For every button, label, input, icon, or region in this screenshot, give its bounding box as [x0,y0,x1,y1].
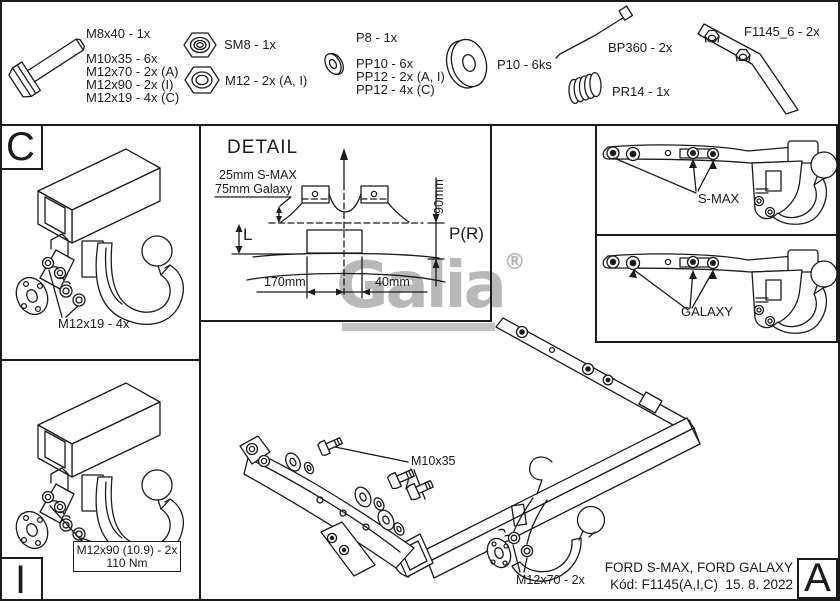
left-column-divider [199,126,201,601]
variant-galaxy-label: GALAXY [681,304,734,319]
callout-i-line1: M12x90 (10.9) - 2x [76,543,178,557]
section-c-label: C [0,124,43,170]
registered-mark: ® [503,250,526,275]
section-i-letter: I [14,557,27,601]
title-vehicles: FORD S-MAX, FORD GALAXY [604,560,793,575]
main-assembly-drawing [239,317,701,582]
label-nut-m12: M12 - 2x (A, I) [225,73,308,88]
pr14-spring-drawing [568,71,602,105]
galia-watermark-underline [342,323,495,331]
p10-washer-drawing [445,38,488,89]
callout-i-line2: 110 Nm [106,556,148,570]
label-tie-bp360: BP360 - 2x [608,40,673,55]
section-i-label: I [0,557,43,601]
detail-box [199,124,492,322]
f1145-bracket-drawing [697,23,799,115]
label-bracket-f1145: F1145_6 - 2x [744,24,820,39]
label-bolt-m12x90: M12x90 - 2x (I) [86,77,174,92]
label-bolt-m8: M8x40 - 1x [86,26,151,41]
detail-mark-left: L [243,225,253,244]
label-washer-pp12a: PP12 - 2x (A, I) [356,69,445,84]
section-c-drawing [9,148,185,325]
section-a-letter: A [804,556,831,600]
section-c-letter: C [6,124,35,169]
detail-gap-galaxy: 75mm Galaxy [215,182,293,196]
label-bolt-m12x70: M12x70 - 2x (A) [86,64,179,79]
section-i-drawing [9,382,185,559]
m12-nut-drawing [184,66,220,94]
callout-c-bolt: M12x19 - 4x [58,316,130,331]
label-spring-pr14: PR14 - 1x [612,84,670,99]
label-washer-pp10: PP10 - 6x [356,56,414,71]
detail-dim-height: 90mm [432,179,446,214]
p8-washer-drawing [324,53,344,75]
label-bolt-m12x19: M12x19 - 4x (C) [86,90,180,105]
callout-main-bolt: M10x35 [411,454,456,468]
variant-divider [595,234,838,236]
detail-dim-40: 40mm [375,275,410,289]
galia-watermark: Galia® [336,250,526,319]
left-cells-divider [0,359,199,361]
galaxy-variant-drawing [602,249,838,334]
smax-variant-drawing [602,140,838,225]
section-a-label: A [797,556,838,600]
detail-mark-right: P(R) [449,224,484,243]
callout-ball-bolt: M12x70 - 2x [516,573,585,587]
label-nut-sm8: SM8 - 1x [224,37,277,52]
label-washer-pp12c: PP12 - 4x (C) [356,82,435,97]
detail-gap-smax: 25mm S-MAX [219,168,297,182]
variant-box [595,124,838,343]
bolt-drawing [8,38,86,98]
detail-title: DETAIL [227,137,299,158]
detail-dim-170: 170mm [264,275,306,289]
parts-band-drawings [8,5,799,115]
variant-smax-label: S-MAX [698,191,740,206]
label-bolt-m10x35: M10x35 - 6x [86,51,158,66]
callout-i-box: M12x90 (10.9) - 2x 110 Nm [73,541,181,572]
bp360-cable-tie-drawing [555,5,634,59]
sm8-nut-drawing [183,32,217,58]
label-washer-p8: P8 - 1x [356,30,398,45]
title-block: FORD S-MAX, FORD GALAXY Kód: F1145(A,I,C… [520,559,793,593]
label-washer-p10: P10 - 6ks [497,57,552,72]
detail-drawing [214,148,446,299]
title-code: Kód: F1145(A,I,C) 15. 8. 2022 [610,577,793,592]
galia-watermark-text: Galia [336,249,507,323]
